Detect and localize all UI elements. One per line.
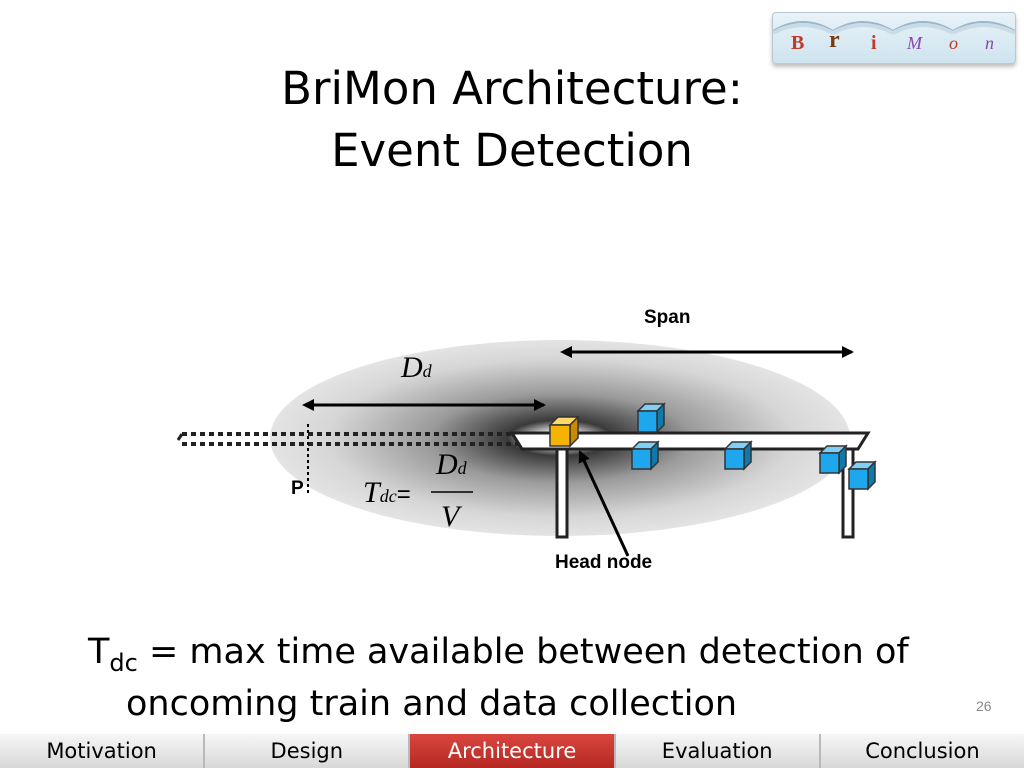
slide-title-line1: BriMon Architecture: [281,62,743,115]
nav-tab-evaluation[interactable]: Evaluation [615,734,821,768]
span-label: Span [644,307,691,328]
formula-numerator-main: D [436,448,458,481]
formula-denominator: V [441,500,460,533]
formula-lhs-sub: dc [379,486,397,506]
caption-symbol-sub: dc [109,649,138,677]
sensor-node-cube [630,440,660,471]
dd-symbol-sub: d [422,361,432,381]
formula-lhs-main: T [363,476,380,509]
approach-track-end [176,433,184,441]
formula-numerator: Dd [436,448,467,482]
point-p-label: P [291,478,304,499]
slide-title-line2: Event Detection [331,124,693,177]
bridge-pillar-right [841,447,855,539]
head-node-label: Head node [555,552,653,573]
sensor-node-cube [847,460,877,491]
brimon-logo: B r i M o n [772,12,1016,64]
caption-symbol: T [88,632,110,672]
formula-lhs: Tdc= [363,476,411,510]
nav-tab-conclusion[interactable]: Conclusion [820,734,1024,768]
diagram-graphic [176,340,877,557]
dd-symbol-main: D [401,351,423,384]
sensor-node-cube [723,440,753,471]
slide-title: BriMon Architecture: Event Detection [0,58,1024,182]
head-node-pointer [578,450,630,557]
sensor-node-cube [818,444,848,475]
logo-letter: r [829,27,840,53]
formula-equals: = [396,481,411,508]
section-navigation-bar: Motivation Design Architecture Evaluatio… [0,734,1024,768]
caption-text-line1: = max time available between detection o… [137,632,909,672]
nav-tab-architecture[interactable]: Architecture [410,734,616,768]
logo-letter: o [949,33,958,53]
dd-symbol: Dd [401,351,432,385]
bridge-deck [509,431,871,451]
logo-letter: B [791,32,804,54]
formula-numerator-sub: d [457,458,467,478]
event-detection-diagram: Span P Head node Dd Tdc= Dd V [176,307,877,573]
nav-tab-motivation[interactable]: Motivation [0,734,206,768]
logo-letter: M [906,33,923,53]
sensor-node-cube [636,402,666,434]
head-node-cube [548,415,580,448]
nav-tab-design[interactable]: Design [205,734,411,768]
logo-graphic: B r i M o n [773,21,1015,54]
logo-letter: n [985,33,994,53]
page-number: 26 [976,698,992,714]
caption-text-line2: oncoming train and data collection [126,684,738,724]
logo-letter: i [871,32,877,54]
slide-caption: Tdc = max time available between detecti… [88,626,968,730]
bridge-pillar-left [555,447,569,539]
